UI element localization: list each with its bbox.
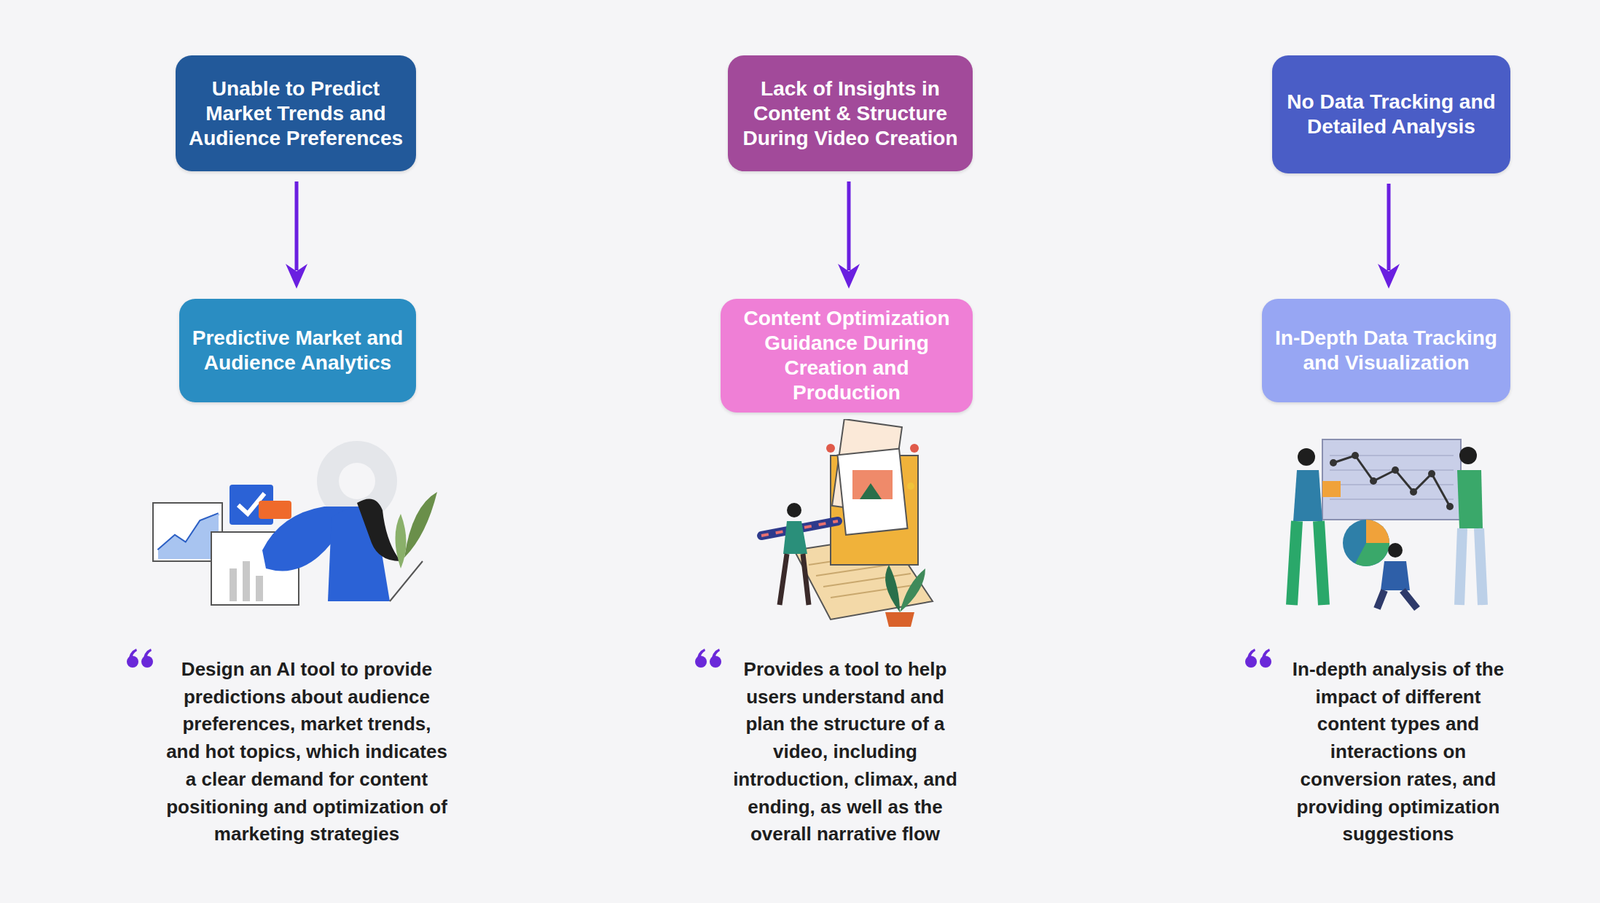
box-label: Lack of Insights in Content & Structure … (738, 76, 963, 151)
process-box: Predictive Market and Audience Analytics (179, 298, 417, 403)
quote-text: In-depth analysis of the impact of diffe… (1281, 655, 1515, 849)
data-tracking-illustration (1285, 433, 1505, 616)
content-illustration (750, 418, 940, 627)
process-box: Lack of Insights in Content & Structure … (727, 55, 973, 172)
process-box: Unable to Predict Market Trends and Audi… (175, 55, 417, 172)
arrow-connector (285, 181, 308, 289)
box-label: Predictive Market and Audience Analytics (189, 325, 406, 376)
box-label: No Data Tracking and Detailed Analysis (1282, 89, 1501, 140)
arrow-connector (837, 181, 860, 289)
box-label: Unable to Predict Market Trends and Audi… (185, 76, 406, 151)
process-box: Content Optimization Guidance During Cre… (720, 298, 973, 413)
process-box: In-Depth Data Tracking and Visualization (1261, 298, 1511, 403)
box-label: In-Depth Data Tracking and Visualization (1272, 325, 1501, 376)
quote-text: Provides a tool to help users understand… (728, 655, 962, 849)
box-label: Content Optimization Guidance During Cre… (730, 306, 963, 406)
quote-text: Design an AI tool to provide predictions… (164, 655, 449, 849)
process-box: No Data Tracking and Detailed Analysis (1272, 55, 1511, 174)
analytics-illustration (149, 433, 441, 616)
arrow-connector (1377, 183, 1400, 289)
